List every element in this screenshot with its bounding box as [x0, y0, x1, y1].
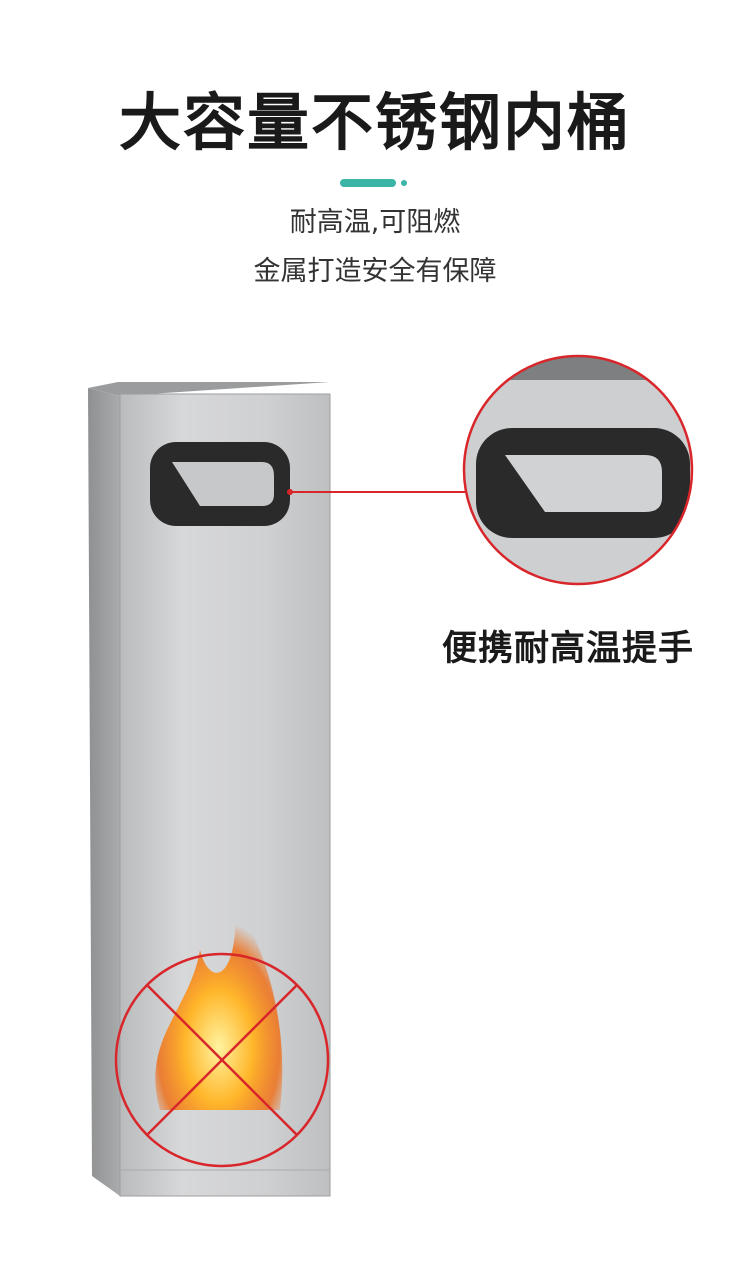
- stainless-bin: [88, 382, 331, 1197]
- accent-dot: [401, 180, 407, 186]
- page-title: 大容量不锈钢内桶: [118, 86, 631, 159]
- subtitle-line-1: 耐高温,可阻燃: [289, 207, 461, 238]
- handle-zoom-callout: [287, 354, 694, 586]
- no-fire-icon: [114, 900, 330, 1168]
- subtitle-line-2: 金属打造安全有保障: [253, 256, 497, 287]
- handle: [150, 442, 290, 526]
- accent-bar: [340, 179, 396, 187]
- handle-callout-label: 便携耐高温提手: [442, 629, 695, 669]
